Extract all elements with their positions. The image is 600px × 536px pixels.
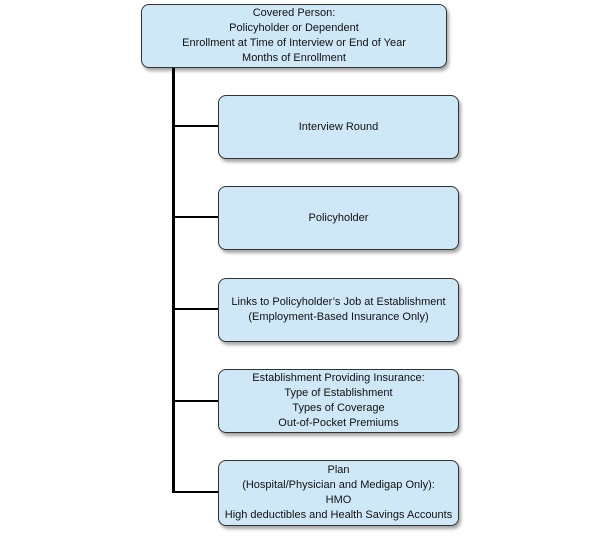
establishment-line: Establishment Providing Insurance: bbox=[252, 372, 425, 384]
job-links-line: Links to Policyholder’s Job at Establish… bbox=[231, 296, 446, 308]
covered-person-line: Months of Enrollment bbox=[242, 52, 346, 64]
trunk-connector bbox=[172, 66, 175, 493]
plan-line: (Hospital/Physician and Medigap Only): bbox=[242, 479, 435, 491]
branch-connector-policyholder bbox=[172, 216, 219, 218]
establishment-line: Type of Establishment bbox=[284, 387, 393, 399]
branch-connector-interview-round bbox=[172, 125, 219, 127]
covered-person-line: Covered Person: bbox=[252, 7, 336, 19]
policyholder-line: Policyholder bbox=[308, 211, 369, 224]
establishment-box: Establishment Providing Insurance: Type … bbox=[218, 369, 459, 433]
plan-line: High deductibles and Health Savings Acco… bbox=[224, 509, 453, 521]
plan-box: Plan (Hospital/Physician and Medigap Onl… bbox=[218, 460, 459, 526]
branch-connector-establishment bbox=[172, 400, 219, 402]
policyholder-box: Policyholder bbox=[218, 186, 459, 250]
branch-connector-job-links bbox=[172, 308, 219, 310]
job-links-box: Links to Policyholder’s Job at Establish… bbox=[218, 278, 459, 342]
covered-person-line: Enrollment at Time of Interview or End o… bbox=[182, 37, 406, 49]
establishment-line: Out-of-Pocket Premiums bbox=[278, 417, 399, 429]
plan-line: HMO bbox=[325, 494, 352, 506]
covered-person-line: Policyholder or Dependent bbox=[229, 22, 359, 34]
interview-round-line: Interview Round bbox=[298, 120, 379, 133]
interview-round-box: Interview Round bbox=[218, 95, 459, 159]
branch-connector-plan bbox=[172, 491, 219, 493]
establishment-line: Types of Coverage bbox=[292, 402, 385, 414]
covered-person-box: Covered Person: Policyholder or Dependen… bbox=[141, 4, 447, 68]
plan-line: Plan bbox=[327, 464, 350, 476]
job-links-line: (Employment-Based Insurance Only) bbox=[248, 311, 429, 323]
